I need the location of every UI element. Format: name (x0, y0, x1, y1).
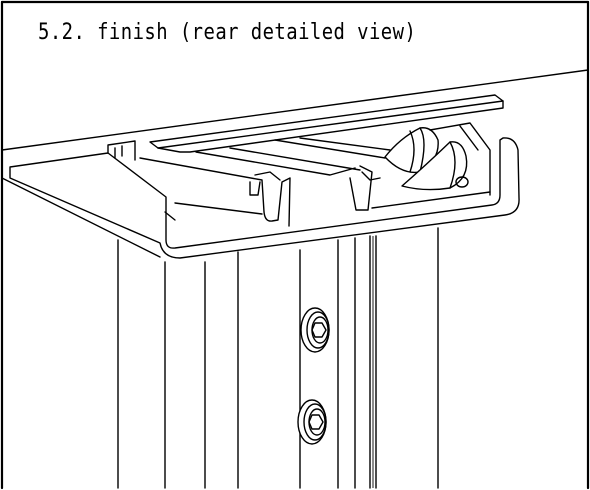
inner-channel (139, 137, 491, 227)
step-caption: 5.2. finish (rear detailed view) (38, 20, 416, 45)
table-top (1, 69, 589, 258)
cam-fittings (384, 122, 491, 196)
hex-bolt-lower (297, 399, 327, 445)
step-number: 5.2. (38, 20, 86, 45)
step-title: finish (rear detailed view) (97, 20, 417, 45)
u-channel-rail (9, 137, 520, 259)
hex-bolt-upper (300, 307, 330, 353)
leg-column (117, 227, 439, 489)
mounting-plate (149, 94, 504, 153)
